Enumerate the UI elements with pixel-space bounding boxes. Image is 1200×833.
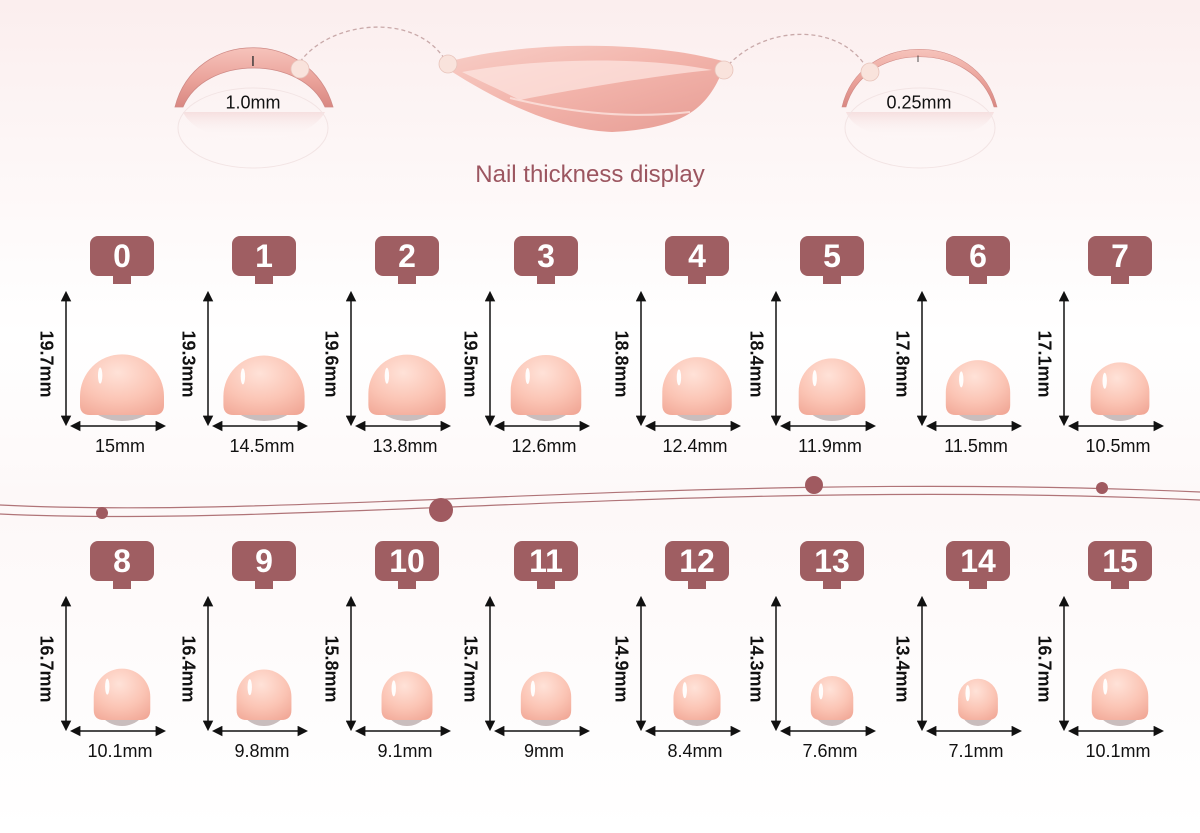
height-label-13: 14.3mm (746, 634, 767, 703)
thick-cross-section: I (174, 47, 334, 169)
nail-shape-15 (1091, 668, 1149, 720)
height-label-12: 14.9mm (611, 634, 632, 703)
width-label-7: 10.5mm (1085, 436, 1151, 456)
thickness-title: Nail thickness display (475, 161, 705, 188)
nail-highlight-8 (105, 678, 110, 695)
nail-shape-6 (945, 360, 1011, 415)
width-label-12: 8.4mm (667, 741, 723, 761)
nail-shape-12 (673, 674, 721, 720)
height-label-2: 19.6mm (321, 329, 342, 398)
connector-right (723, 33, 869, 71)
width-label-6: 11.5mm (944, 436, 1008, 456)
width-label-14: 7.1mm (948, 741, 1004, 761)
width-label-11: 9mm (524, 741, 564, 761)
width-label-4: 12.4mm (662, 436, 728, 456)
nail-shape-9 (236, 669, 292, 720)
nail-highlight-14 (965, 685, 970, 702)
width-label-8: 10.1mm (87, 741, 153, 761)
width-label-5: 11.9mm (798, 436, 862, 456)
nail-highlight-11 (530, 680, 536, 697)
nail-shape-0 (80, 354, 164, 415)
nail-highlight-7 (1102, 372, 1107, 389)
height-label-11: 15.7mm (460, 634, 481, 703)
nail-highlight-6 (959, 371, 964, 388)
nail-highlight-9 (247, 679, 252, 696)
nail-highlight-2 (384, 367, 390, 384)
divider-wave (0, 476, 1200, 522)
nail-highlight-15 (1103, 678, 1108, 695)
nail-shape-8 (93, 668, 151, 720)
width-label-10: 9.1mm (377, 741, 433, 761)
size-badge-8: 8 (90, 541, 154, 589)
height-label-6: 17.8mm (892, 329, 913, 398)
width-label-0: 15mm (94, 436, 146, 456)
height-label-15: 16.7mm (1034, 634, 1055, 703)
height-label-9: 16.4mm (178, 634, 199, 703)
height-label-4: 18.8mm (611, 329, 632, 398)
thickness-marker-icon: I (251, 53, 255, 70)
size-badge-2: 2 (375, 236, 439, 284)
nail-shape-1 (223, 355, 305, 415)
nail-shape-10 (381, 671, 433, 720)
nail-shape-7 (1090, 362, 1150, 415)
nail-shape-13 (810, 675, 854, 720)
nail-shape-3 (510, 354, 582, 415)
width-label-15: 10.1mm (1085, 741, 1151, 761)
nail-highlight-12 (682, 682, 687, 699)
connector-left (299, 26, 449, 66)
nail-highlight-10 (391, 680, 396, 697)
nail-highlight-1 (240, 368, 246, 385)
height-label-8: 16.7mm (36, 634, 57, 703)
size-badge-14: 14 (946, 541, 1010, 589)
nail-highlight-4 (676, 369, 682, 386)
size-badge-15: 15 (1088, 541, 1152, 589)
size-badge-6: 6 (946, 236, 1010, 284)
width-label-2: 13.8mm (372, 436, 438, 456)
nail-highlight-0 (97, 367, 103, 384)
size-badge-7: 7 (1088, 236, 1152, 284)
width-label-9: 9.8mm (234, 741, 290, 761)
width-label-3: 12.6mm (511, 436, 577, 456)
size-badge-11: 11 (514, 541, 578, 589)
height-label-3: 19.5mm (460, 329, 481, 398)
thin-cross-section: I (841, 49, 998, 169)
width-label-13: 7.6mm (802, 741, 858, 761)
size-badge-4: 4 (665, 236, 729, 284)
thin-marker-icon: I (917, 54, 920, 64)
size-badge-9: 9 (232, 541, 296, 589)
size-badge-13: 13 (800, 541, 864, 589)
height-label-0: 19.7mm (36, 329, 57, 398)
nail-shape-11 (520, 671, 572, 720)
size-badge-10: 10 (375, 541, 439, 589)
nail-shape-14 (958, 678, 998, 720)
size-badge-12: 12 (665, 541, 729, 589)
height-label-5: 18.4mm (746, 329, 767, 398)
height-label-7: 17.1mm (1034, 329, 1055, 398)
height-label-1: 19.3mm (178, 329, 199, 398)
size-badge-5: 5 (800, 236, 864, 284)
nail-highlight-13 (818, 683, 824, 700)
height-label-14: 13.4mm (892, 634, 913, 703)
nail-shape-2 (368, 354, 446, 415)
thick-label: 1.0mm (225, 92, 281, 113)
nail-highlight-3 (525, 367, 530, 384)
thin-label: 0.25mm (886, 92, 952, 113)
size-badge-0: 0 (90, 236, 154, 284)
nail-highlight-5 (812, 370, 817, 387)
width-label-1: 14.5mm (229, 436, 295, 456)
nail-shape-4 (662, 357, 732, 415)
nail-shape-5 (798, 358, 866, 415)
side-view-nail (438, 45, 734, 132)
size-badge-1: 1 (232, 236, 296, 284)
size-badge-3: 3 (514, 236, 578, 284)
height-label-10: 15.8mm (321, 634, 342, 703)
